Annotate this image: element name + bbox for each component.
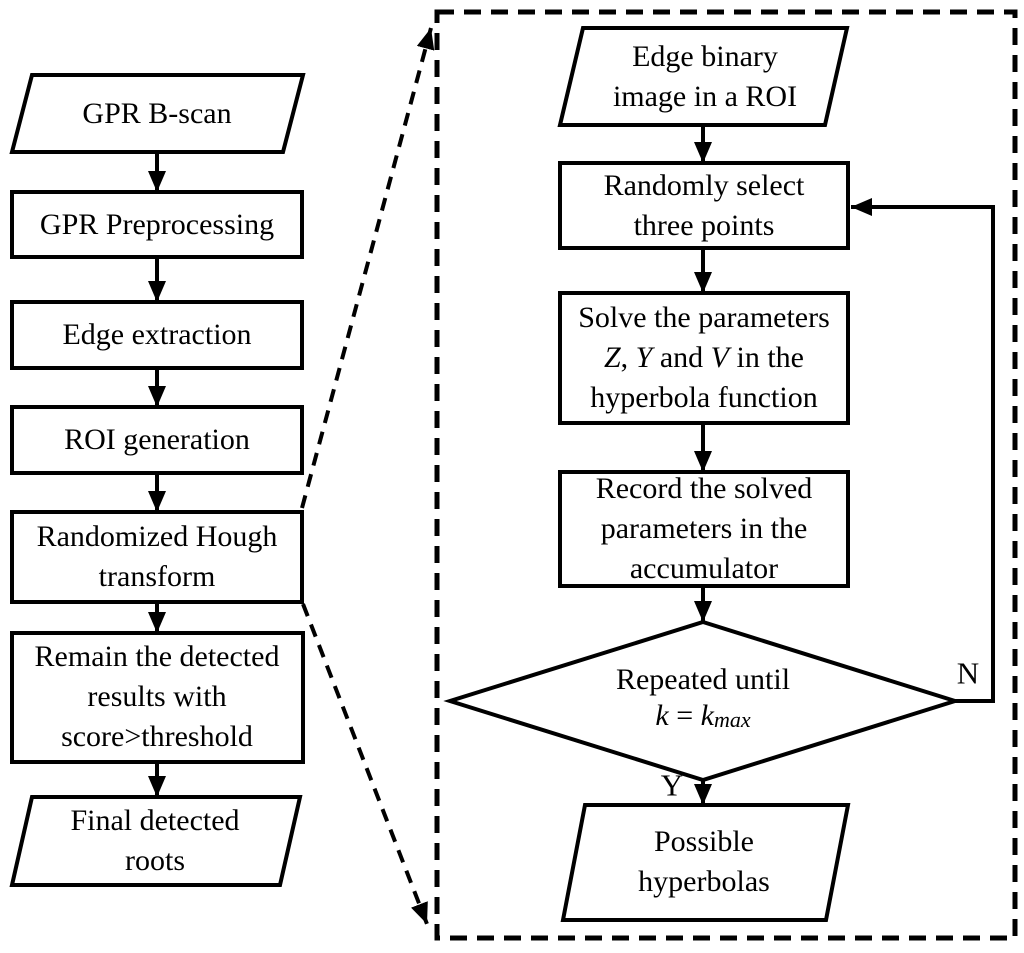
branch-yes-label: Y: [660, 767, 684, 803]
gpr-preprocessing-label: GPR Preprocessing: [39, 208, 275, 241]
decision-label: Repeated until k = kmax: [615, 663, 791, 732]
possible-hyperbolas-label: Possible hyperbolas: [638, 825, 770, 898]
var-y: Y: [635, 341, 653, 374]
edge-extraction-label: Edge extraction: [62, 318, 252, 351]
randomized-hough-label: Randomized Hough transform: [36, 520, 278, 593]
var-k: k: [655, 699, 669, 732]
branch-no-label: N: [956, 655, 980, 691]
edge-binary-shape: [557, 26, 850, 127]
record-parameters-label: Record the solved parameters in the accu…: [595, 472, 813, 585]
var-v: V: [710, 341, 730, 374]
gpr-bscan-shape: [9, 73, 306, 154]
solve-parameters-label: Solve the parameters Z, Y and V in the h…: [578, 301, 830, 414]
var-k2: k: [700, 699, 714, 732]
edge-binary-label: Edge binary image in a ROI: [612, 40, 798, 113]
gpr-bscan-label: GPR B-scan: [82, 97, 232, 130]
expansion-connector-lower: [301, 603, 429, 925]
randomized-hough-box: [10, 510, 304, 604]
expansion-connector-upper: [300, 27, 435, 509]
remain-detected-label: Remain the detected results with score>t…: [34, 640, 280, 753]
final-roots-label: Final detected roots: [70, 804, 240, 877]
roi-generation-label: ROI generation: [64, 423, 250, 456]
final-roots-shape: [9, 795, 303, 887]
possible-hyperbolas-shape: [560, 803, 851, 922]
var-z: Z: [603, 341, 621, 374]
loop-no-path: [851, 198, 995, 703]
subprocess-dashed-container: [434, 9, 1018, 941]
subscript-max: max: [713, 707, 751, 732]
randomly-select-label: Randomly select three points: [603, 169, 805, 242]
gpr-preprocessing-box: [10, 190, 304, 259]
remain-detected-box: [10, 631, 305, 764]
